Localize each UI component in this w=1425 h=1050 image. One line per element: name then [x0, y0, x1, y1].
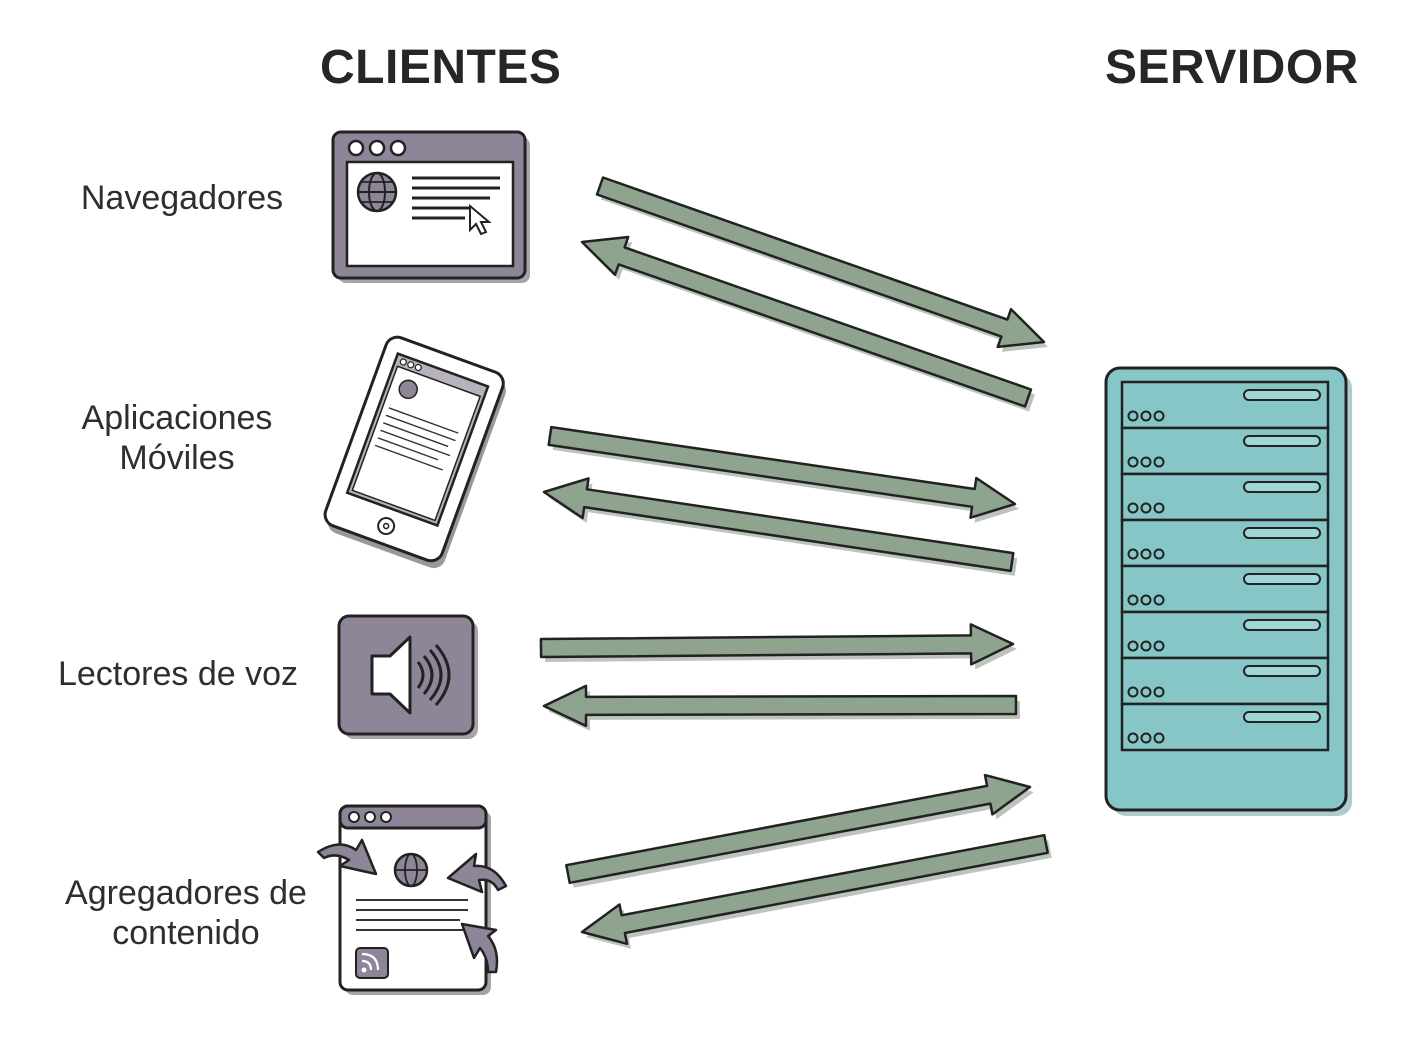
server-unit: [1120, 472, 1330, 522]
mobile-apps-label: Aplicaciones Móviles: [81, 399, 273, 477]
server-rack-icon: [1104, 366, 1352, 816]
server-unit: [1120, 702, 1330, 752]
tablet-home-button: [377, 517, 396, 536]
curved-arrow-icon: [460, 922, 499, 974]
globe-icon: [356, 171, 398, 213]
speaker-icon: [337, 614, 478, 739]
server-unit: [1120, 426, 1330, 476]
server-heading: SERVIDOR: [1105, 41, 1359, 94]
request-arrow: [547, 425, 1017, 519]
rss-icon: [355, 947, 389, 979]
content-aggregators-label: Agregadores de contenido: [65, 874, 307, 952]
curved-arrow-icon: [316, 838, 378, 876]
server-unit: [1120, 610, 1330, 660]
server-unit: [1120, 518, 1330, 568]
server-unit: [1120, 564, 1330, 614]
globe-icon: [393, 852, 429, 888]
clients-heading: CLIENTES: [320, 41, 562, 94]
request-arrow: [539, 623, 1015, 666]
response-arrow: [542, 684, 1018, 728]
voice-readers-label: Lectores de voz: [57, 655, 299, 693]
browser-window-icon: [331, 130, 530, 283]
server-unit: [1120, 380, 1330, 430]
response-arrow: [542, 477, 1015, 573]
tablet-icon: [323, 335, 506, 569]
browsers-label: Navegadores: [80, 179, 284, 217]
cursor-icon: [469, 203, 492, 236]
curved-arrow-icon: [446, 852, 508, 894]
aggregator-icon: [316, 804, 508, 995]
response-arrow: [580, 833, 1049, 946]
request-arrow: [595, 176, 1046, 349]
server-unit: [1120, 656, 1330, 706]
request-arrow: [565, 773, 1032, 885]
request-response-arrows: [539, 176, 1052, 949]
response-arrow: [580, 235, 1033, 408]
